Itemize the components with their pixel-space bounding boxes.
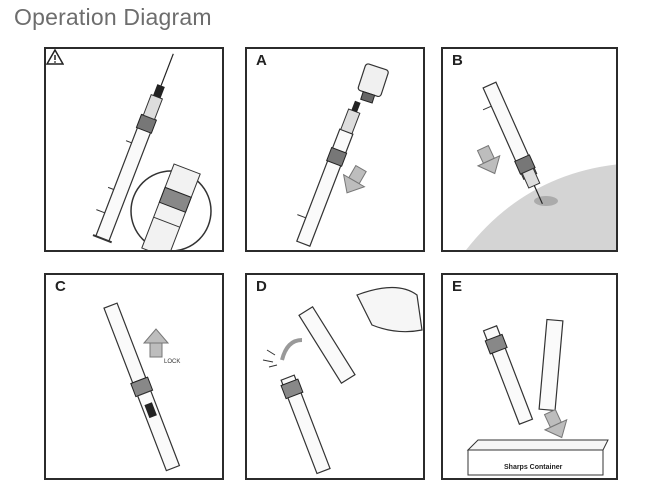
- curved-arrow-icon: [280, 338, 303, 361]
- arrow-down-icon: [476, 144, 501, 175]
- panel-a: A: [245, 47, 425, 252]
- lock-text: LOCK: [164, 359, 180, 365]
- sharps-container-label: Sharps Container: [504, 464, 563, 471]
- panel-d: D: [245, 273, 425, 480]
- page-title: Operation Diagram: [14, 4, 212, 30]
- arrow-down-icon: [543, 408, 568, 439]
- sharps-disposal-illustration: [466, 318, 609, 476]
- panel-warning: [44, 47, 224, 252]
- panel-a-label: A: [256, 52, 267, 69]
- syringe-with-magnifier-illustration: [92, 53, 212, 250]
- panel-b: B: [441, 47, 618, 252]
- syringe-lock-illustration: LOCK: [103, 302, 180, 472]
- panel-c: C LOCK: [44, 273, 224, 480]
- panel-b-label: B: [452, 52, 463, 69]
- panel-e: E: [441, 273, 618, 480]
- arrow-down-icon: [342, 164, 367, 194]
- hand-cap-removal-illustration: [262, 286, 423, 475]
- syringe-vial-illustration: [296, 63, 389, 247]
- panel-d-label: D: [256, 278, 267, 295]
- panel-e-label: E: [452, 278, 463, 295]
- panel-c-label: C: [55, 278, 66, 295]
- arrow-up-icon: [142, 328, 170, 358]
- warning-triangle-icon: [46, 49, 64, 65]
- injection-illustration: [466, 81, 616, 250]
